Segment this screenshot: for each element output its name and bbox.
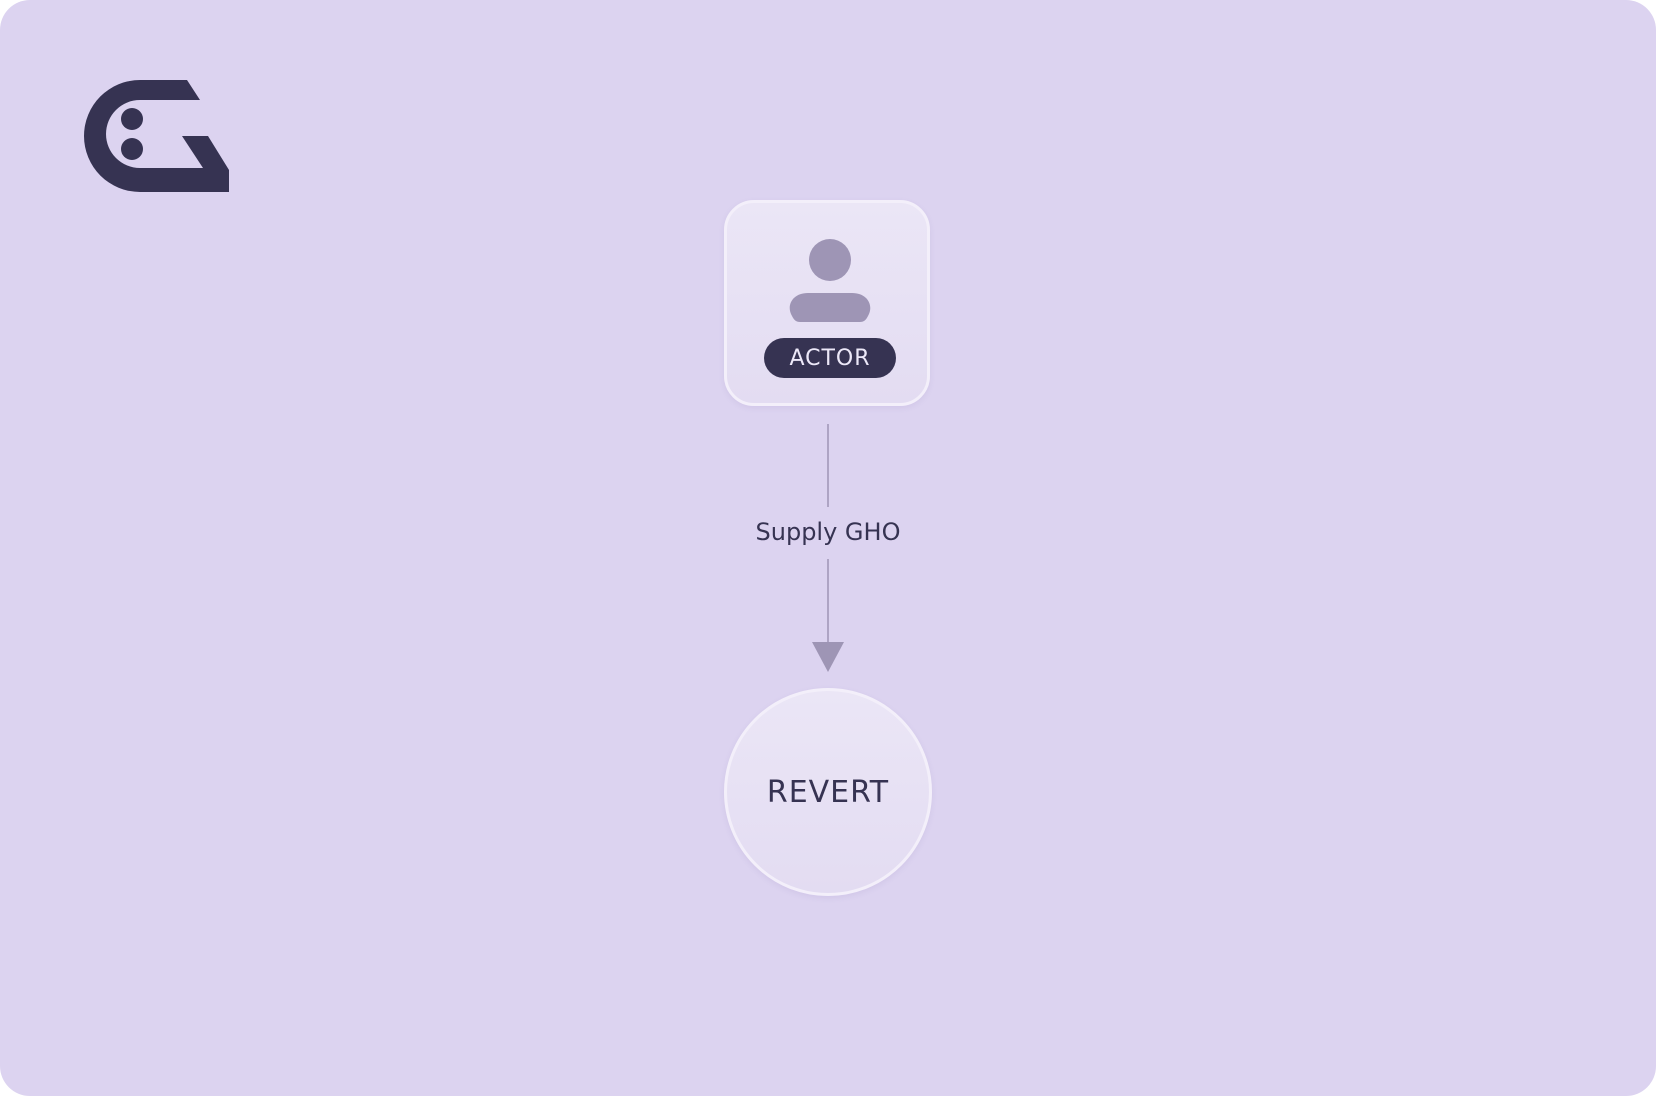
edge-label: Supply GHO [755, 518, 901, 546]
arrow-down-icon [812, 642, 844, 672]
person-body [789, 293, 871, 322]
logo-dot-top [121, 108, 143, 130]
revert-node: REVERT [724, 688, 932, 896]
person-head [809, 239, 851, 281]
logo-mark [84, 80, 229, 192]
actor-node: ACTOR [724, 200, 930, 406]
logo-dot-bottom [121, 138, 143, 160]
revert-label: REVERT [766, 774, 890, 810]
person-icon [789, 239, 871, 322]
g-logo-icon [84, 80, 229, 192]
actor-label: ACTOR [764, 338, 896, 378]
